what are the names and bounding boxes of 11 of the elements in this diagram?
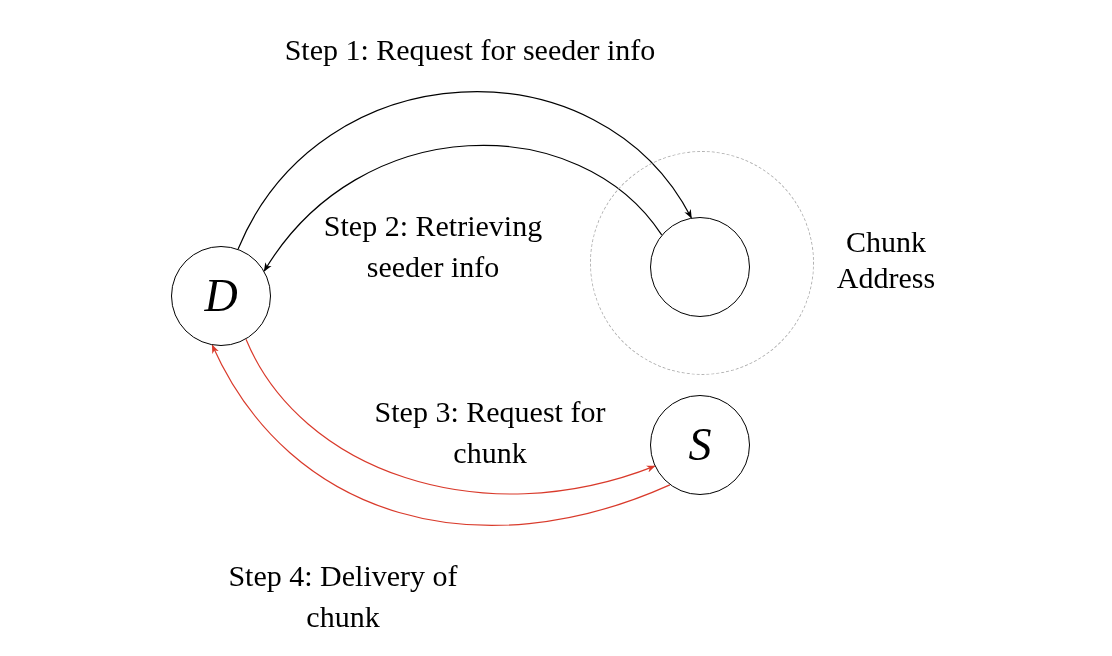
edge-label: Step 3: Request for chunk (373, 394, 607, 471)
edge-label: Step 2: Retrieving seeder info (322, 208, 544, 285)
node-caption: Chunk Address (835, 224, 937, 296)
arrow (237, 91, 692, 250)
edge-label: Step 1: Request for seeder info (283, 32, 657, 68)
arrow (211, 344, 671, 526)
node-letter: S (687, 422, 713, 468)
arrow (245, 338, 656, 495)
arrow (263, 145, 663, 272)
node-letter: D (203, 273, 239, 319)
edge-label: Step 4: Delivery of chunk (227, 558, 459, 635)
